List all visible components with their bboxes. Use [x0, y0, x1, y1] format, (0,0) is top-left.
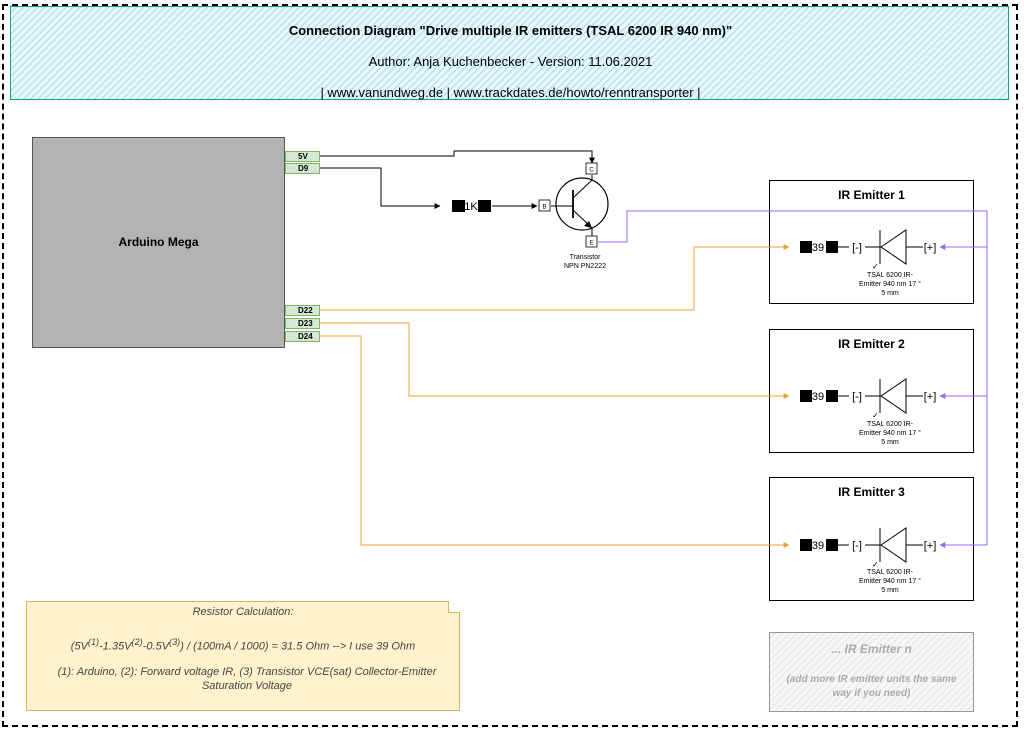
- svg-text:✓: ✓: [872, 411, 879, 420]
- wire-d23-emitter-2: [320, 322, 790, 399]
- wire-d22-emitter-1: [320, 244, 790, 311]
- svg-text:E: E: [589, 241, 593, 247]
- wire-d24-emitter-3: [320, 335, 790, 548]
- diagram-frame: [2, 4, 1018, 727]
- ir-emitter-3-circuit: 39 [-] [+] ✓: [800, 527, 937, 569]
- ir-emitter-1-circuit: 39 [-] [+] ✓: [800, 229, 937, 271]
- wire-emitter-bus: [597, 210, 988, 545]
- svg-text:[+]: [+]: [924, 540, 937, 552]
- svg-text:[-]: [-]: [852, 391, 862, 403]
- svg-text:39: 39: [812, 391, 824, 403]
- svg-text:39: 39: [812, 242, 824, 254]
- pin-d23: D23: [285, 318, 320, 329]
- svg-text:1K: 1K: [464, 201, 478, 213]
- note-footnote: (1): Arduino, (2): Forward voltage IR, (…: [57, 666, 437, 692]
- svg-text:[-]: [-]: [852, 242, 862, 254]
- wire-5v-collector: [320, 150, 595, 164]
- ir-emitter-3-title: IR Emitter 3: [838, 485, 905, 499]
- wire-d9-resistor: [320, 167, 441, 209]
- pin-d9: D9: [285, 163, 320, 174]
- ir-emitter-2-circuit: 39 [-] [+] ✓: [800, 378, 937, 420]
- arduino-mega-board: Arduino Mega: [32, 137, 285, 348]
- ir-emitter-n-box: ... IR Emitter n (add more IR emitter un…: [769, 632, 974, 712]
- svg-text:C: C: [589, 168, 594, 174]
- ir-emitter-2-caption: TSAL 6200 IR-Emitter 940 nm 17 °5 mm: [859, 421, 921, 446]
- title-box: Connection Diagram "Drive multiple IR em…: [10, 6, 1009, 100]
- pin-d24: D24: [285, 331, 320, 342]
- base-resistor-1k: 1K: [452, 200, 491, 213]
- links-line: | www.vanundweg.de | www.trackdates.de/h…: [320, 85, 701, 100]
- arduino-label: Arduino Mega: [118, 235, 199, 249]
- svg-text:[-]: [-]: [852, 540, 862, 552]
- svg-text:[+]: [+]: [924, 391, 937, 403]
- ir-emitter-2-title: IR Emitter 2: [838, 337, 905, 351]
- ir-emitter-n-title: ... IR Emitter n: [831, 642, 912, 656]
- svg-text:✓: ✓: [872, 262, 879, 271]
- ir-emitter-3-caption: TSAL 6200 IR-Emitter 940 nm 17 °5 mm: [859, 569, 921, 594]
- note-formula: (5V(1)-1.35V(2)-0.5V(3)) / (100mA / 1000…: [70, 637, 416, 653]
- svg-text:Transistor: Transistor: [570, 254, 602, 261]
- diagram-title: Connection Diagram "Drive multiple IR em…: [288, 23, 733, 38]
- ir-emitter-1-caption: TSAL 6200 IR-Emitter 940 nm 17 °5 mm: [859, 272, 921, 297]
- resistor-calculation-note: Resistor Calculation: (5V(1)-1.35V(2)-0.…: [26, 601, 460, 711]
- ir-emitter-1-title: IR Emitter 1: [838, 188, 905, 202]
- svg-text:39: 39: [812, 540, 824, 552]
- note-title: Resistor Calculation:: [192, 606, 294, 618]
- svg-text:[+]: [+]: [924, 242, 937, 254]
- svg-text:✓: ✓: [872, 560, 879, 569]
- ir-emitter-2-box: IR Emitter 2 TSAL 6200 IR-Emitter 940 nm…: [769, 329, 974, 453]
- author-line: Author: Anja Kuchenbecker - Version: 11.…: [368, 54, 653, 69]
- note-fold-corner: [448, 601, 460, 613]
- pin-d22: D22: [285, 305, 320, 316]
- svg-text:NPN PN2222: NPN PN2222: [564, 263, 606, 270]
- pin-5v: 5V: [285, 151, 320, 162]
- transistor-npn: C B E Transistor NPN PN2222: [538, 162, 609, 270]
- ir-emitter-n-desc: (add more IR emitter units the same way …: [786, 674, 957, 699]
- svg-text:B: B: [542, 205, 546, 211]
